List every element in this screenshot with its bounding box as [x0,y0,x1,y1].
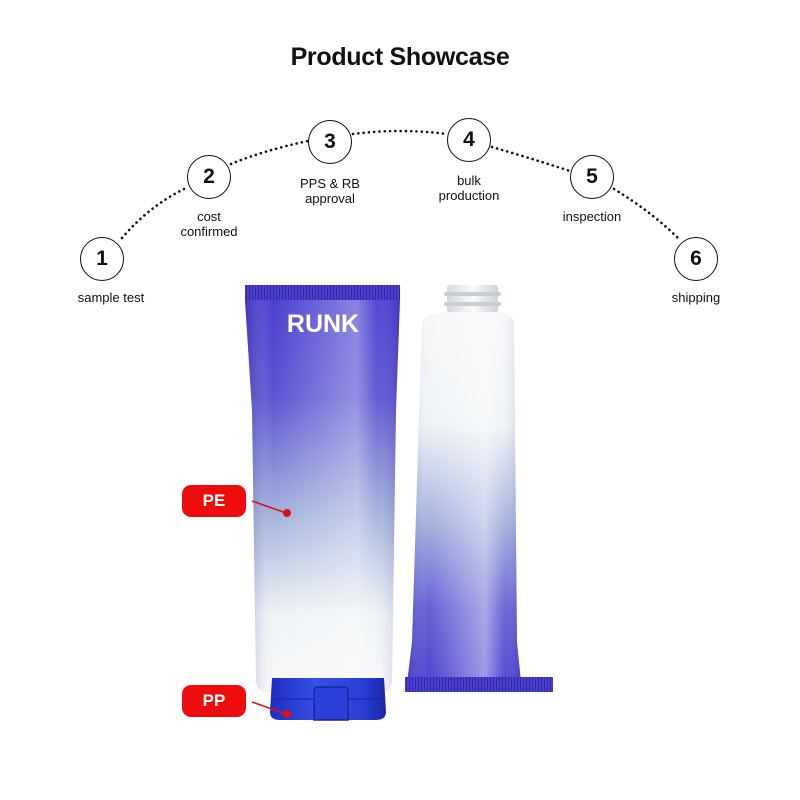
step-label-line: bulk [457,173,481,188]
step-5-label: inspection [532,209,652,224]
step-label-line: production [438,188,500,203]
page-title: Product Showcase [290,43,510,71]
brand-logo: RUNK [287,310,359,338]
tag-label: PP [202,691,226,710]
tag-label: PE [202,491,226,510]
step-3-circle: 3 [308,120,352,164]
step-number: 4 [463,128,475,151]
step-number: 1 [96,247,108,270]
step-number: 6 [690,247,702,270]
step-1-circle: 1 [80,237,124,281]
brand-logo-inverted: RUNK [443,688,515,716]
step-6-circle: 6 [674,237,718,281]
step-label-line: approval [305,191,355,206]
step-4-circle: 4 [447,118,491,162]
step-label-line: cost [197,209,221,224]
step-number: 2 [203,165,215,188]
step-label-line: sample test [77,290,145,305]
step-6-label: shipping [636,290,756,305]
step-1-label: sample test [51,290,171,305]
step-number: 5 [586,165,598,188]
material-tag-pp: PP [182,685,246,717]
tube-open-image: RUNK [405,285,553,716]
step-number: 3 [324,130,336,153]
step-label-line: confirmed [180,224,238,239]
tube-standing-image: RUNK [245,285,400,721]
step-5-circle: 5 [570,155,614,199]
material-tag-pe: PE [182,485,246,517]
step-label-line: PPS & RB [300,176,360,191]
step-label-line: shipping [671,290,721,305]
step-label-line: inspection [562,209,622,224]
step-2-circle: 2 [187,155,231,199]
